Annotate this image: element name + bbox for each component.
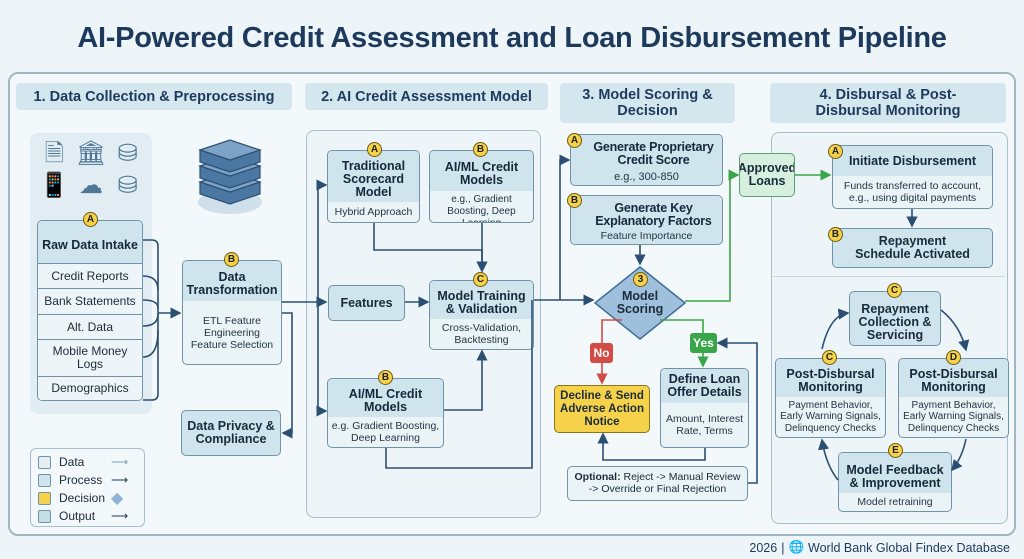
- badge-c: C: [473, 272, 488, 287]
- badge-a: A: [828, 144, 843, 159]
- divider: [773, 276, 1005, 277]
- pdm-title: Post-Disbursal Monitoring: [899, 359, 1008, 397]
- explanatory-factors-body: Feature Importance: [600, 230, 693, 242]
- source-item: Bank Statements: [38, 288, 142, 314]
- initiate-disbursement-title: Initiate Disbursement: [833, 146, 992, 176]
- pdm-body: Payment Behavior, Early Warning Signals,…: [780, 399, 881, 434]
- repayment-schedule-box: Repayment Schedule Activated: [832, 228, 993, 268]
- bank-icon: 🏛: [75, 140, 107, 167]
- source-item: Credit Reports: [38, 263, 142, 288]
- badge-c: C: [822, 350, 837, 365]
- model-feedback-title: Model Feedback & Improvement: [839, 453, 951, 493]
- badge-a: A: [83, 212, 98, 227]
- traditional-scorecard-body: Hybrid Approach: [334, 206, 413, 218]
- section-header-4: 4. Disbursal & Post-Disbursal Monitoring: [770, 83, 1006, 123]
- legend-item-decision: Decision◆: [38, 489, 137, 507]
- database-icon: ⛁: [117, 172, 138, 199]
- aiml-models-top-box: AI/ML Credit Models e.g., Gradient Boost…: [429, 150, 534, 223]
- model-scoring-label: Model Scoring: [616, 289, 664, 316]
- badge-b: B: [828, 227, 843, 242]
- document-check-icon: 🗎: [44, 140, 64, 167]
- data-transformation-box: Data Transformation ETL Feature Engineer…: [182, 260, 282, 365]
- raw-data-intake-title: Raw Data Intake: [38, 221, 142, 263]
- section-header-2: 2. AI Credit Assessment Model: [305, 83, 548, 110]
- post-disbursal-monitoring-left: Post-Disbursal Monitoring Payment Behavi…: [775, 358, 886, 438]
- decline-notice-box: Decline & Send Adverse Action Notice: [554, 385, 650, 433]
- optional-text: Reject -> Manual Review -> Override or F…: [588, 471, 741, 495]
- source-item: Demographics: [38, 376, 142, 400]
- data-transformation-body: ETL Feature Engineering Feature Selectio…: [190, 314, 274, 351]
- badge-a: A: [567, 133, 582, 148]
- aiml-models-title: AI/ML Credit Models: [430, 151, 533, 191]
- footer-separator: |: [781, 540, 785, 555]
- explanatory-factors-box: Generate Key Explanatory Factors Feature…: [570, 195, 723, 245]
- badge-3: 3: [633, 272, 648, 287]
- aiml-models-body: e.g., Gradient Boosting, Deep Learning: [447, 194, 516, 222]
- badge-b: B: [567, 193, 582, 208]
- section-header-3: 3. Model Scoring & Decision: [560, 83, 735, 123]
- mobile-phone-icon: 📱: [39, 172, 70, 199]
- aiml-models-bottom-box: AI/ML Credit Models e.g. Gradient Boosti…: [327, 378, 444, 448]
- model-training-box: Model Training & Validation Cross-Valida…: [429, 280, 534, 350]
- traditional-scorecard-title: Traditional Scorecard Model: [328, 151, 419, 202]
- database-icon: ⛁: [117, 140, 138, 167]
- explanatory-factors-title: Generate Key Explanatory Factors: [571, 196, 722, 228]
- data-transformation-title: Data Transformation: [183, 261, 281, 301]
- footer-source: World Bank Global Findex Database: [808, 540, 1010, 555]
- source-item: Mobile Money Logs: [38, 339, 142, 376]
- server-stack-icon: [198, 139, 262, 214]
- optional-review-note: Optional: Reject -> Manual Review -> Ove…: [567, 466, 748, 501]
- data-privacy-box: Data Privacy & Compliance: [181, 410, 281, 456]
- diamond-icon: ◆: [111, 490, 124, 507]
- aiml-models-body: e.g. Gradient Boosting, Deep Learning: [331, 420, 440, 444]
- page-title: AI-Powered Credit Assessment and Loan Di…: [77, 22, 947, 54]
- light-arrow-icon: ⟶: [111, 455, 129, 469]
- source-item: Alt. Data: [38, 314, 142, 339]
- badge-b: B: [378, 370, 393, 385]
- loan-offer-body: Amount, Interest Rate, Terms: [665, 413, 744, 437]
- badge-e: E: [888, 443, 903, 458]
- traditional-scorecard-box: Traditional Scorecard Model Hybrid Appro…: [327, 150, 420, 223]
- pdm-title: Post-Disbursal Monitoring: [776, 359, 885, 397]
- cloud-sync-icon: ☁: [78, 172, 103, 199]
- badge-b: B: [224, 252, 239, 267]
- credit-score-body: e.g., 300-850: [614, 170, 679, 183]
- credit-score-title: Generate Proprietary Credit Score: [571, 135, 722, 168]
- footer-year: 2026: [749, 540, 778, 555]
- loan-offer-title: Define Loan Offer Details: [661, 369, 748, 403]
- initiate-disbursement-box: Initiate Disbursement Funds transferred …: [832, 145, 993, 209]
- post-disbursal-monitoring-right: Post-Disbursal Monitoring Payment Behavi…: [898, 358, 1009, 438]
- no-tag: No: [590, 343, 613, 363]
- badge-a: A: [367, 142, 382, 157]
- model-feedback-box: Model Feedback & Improvement Model retra…: [838, 452, 952, 512]
- badge-d: D: [946, 350, 961, 365]
- badge-c: C: [887, 283, 902, 298]
- legend-item-data: Data⟶: [38, 453, 137, 471]
- arrow-icon: ⟶: [111, 509, 129, 523]
- legend-item-process: Process⟶: [38, 471, 137, 489]
- yes-tag: Yes: [690, 333, 717, 353]
- initiate-disbursement-body: Funds transferred to account, e.g., usin…: [843, 180, 982, 204]
- badge-b: B: [473, 142, 488, 157]
- model-training-body: Cross-Validation, Backtesting: [441, 322, 522, 346]
- optional-label: Optional:: [574, 471, 621, 483]
- features-box: Features: [328, 285, 405, 321]
- world-bank-globe-icon: 🌐: [788, 540, 805, 554]
- source-icons: 🗎 🏛 ⛁ 📱 ☁ ⛁: [36, 138, 146, 202]
- footer: 2026 | 🌐 World Bank Global Findex Databa…: [749, 540, 1010, 555]
- legend: Data⟶ Process⟶ Decision◆ Output⟶: [30, 448, 145, 527]
- pdm-body: Payment Behavior, Early Warning Signals,…: [903, 399, 1004, 434]
- arrow-icon: ⟶: [111, 473, 129, 487]
- approved-loans-box: Approved Loans: [739, 153, 795, 197]
- loan-offer-box: Define Loan Offer Details Amount, Intere…: [660, 368, 749, 448]
- model-feedback-body: Model retraining: [857, 496, 933, 508]
- credit-score-box: Generate Proprietary Credit Score e.g., …: [570, 134, 723, 186]
- raw-data-intake-box: Raw Data Intake Credit Reports Bank Stat…: [37, 220, 143, 401]
- repayment-collection-box: Repayment Collection & Servicing: [849, 291, 941, 346]
- section-header-1: 1. Data Collection & Preprocessing: [16, 83, 292, 110]
- legend-item-output: Output⟶: [38, 507, 137, 525]
